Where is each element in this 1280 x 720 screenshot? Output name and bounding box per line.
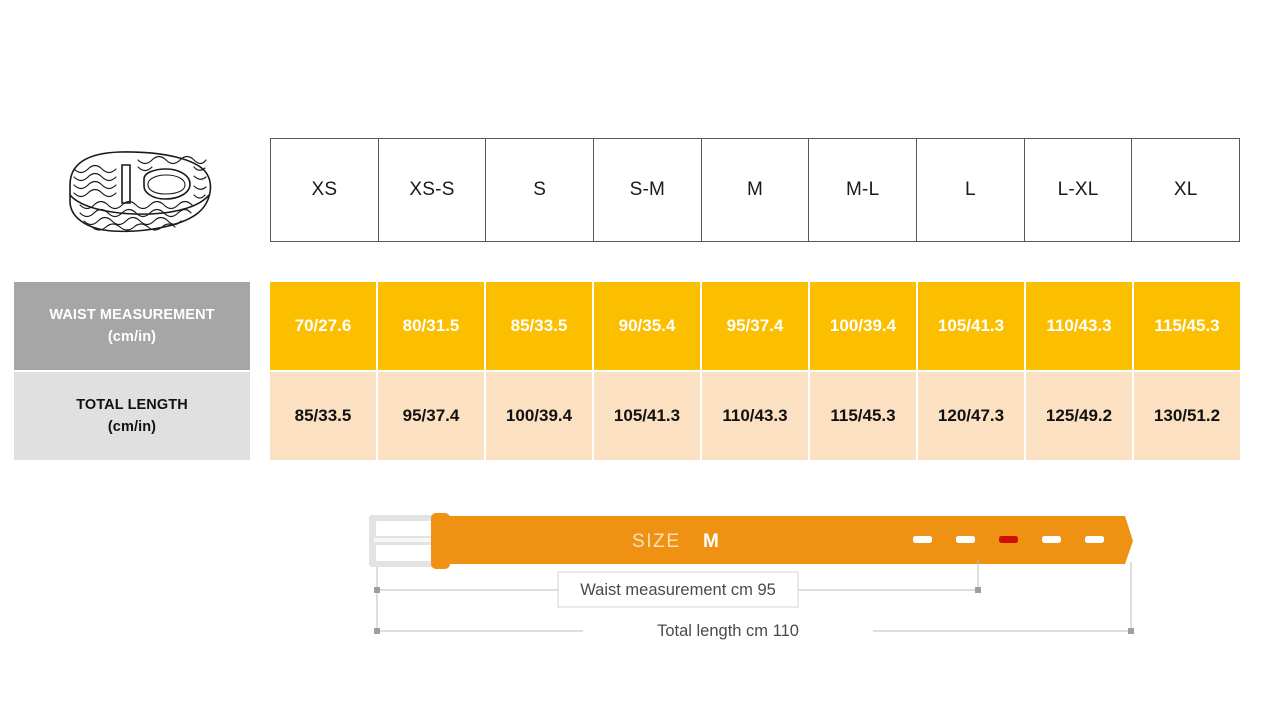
data-cell-waist: 80/31.5 bbox=[378, 282, 486, 370]
belt-holes bbox=[913, 536, 1104, 543]
size-header-cell: L-XL bbox=[1024, 139, 1133, 241]
data-cell-length: 120/47.3 bbox=[918, 372, 1026, 460]
data-cell-length: 130/51.2 bbox=[1134, 372, 1240, 460]
total-length-dimension-label: Total length cm 110 bbox=[657, 622, 799, 640]
belt-hole-active bbox=[999, 536, 1018, 543]
total-length-dimension-line: Total length cm 110 bbox=[374, 617, 1134, 645]
waist-dimension-label: Waist measurement cm 95 bbox=[580, 581, 776, 599]
row-label-total-length-main: TOTAL LENGTH bbox=[76, 396, 188, 413]
size-header-cell: S bbox=[486, 139, 595, 241]
braided-belt-icon bbox=[58, 143, 218, 241]
data-cell-length: 95/37.4 bbox=[378, 372, 486, 460]
belt-size-value: M bbox=[703, 531, 719, 552]
size-header-cell: L bbox=[917, 139, 1025, 241]
size-header-cell: M-L bbox=[809, 139, 918, 241]
belt-measurement-diagram: SIZE M Waist measurement cm 95 bbox=[355, 500, 1155, 650]
waist-dimension-line: Waist measurement cm 95 bbox=[374, 571, 981, 608]
data-cell-waist: 90/35.4 bbox=[594, 282, 702, 370]
data-cell-length: 110/43.3 bbox=[702, 372, 810, 460]
dimension-extension-lines bbox=[376, 560, 1132, 634]
data-cell-waist: 105/41.3 bbox=[918, 282, 1026, 370]
data-cell-waist: 95/37.4 bbox=[702, 282, 810, 370]
row-label-waist: WAIST MEASUREMENT (cm/in) bbox=[14, 282, 250, 370]
size-header-cell: XL bbox=[1132, 139, 1241, 241]
data-cell-length: 105/41.3 bbox=[594, 372, 702, 460]
data-cell-length: 85/33.5 bbox=[270, 372, 378, 460]
row-label-total-length: TOTAL LENGTH (cm/in) bbox=[14, 372, 250, 460]
data-cell-waist: 115/45.3 bbox=[1134, 282, 1240, 370]
row-label-total-length-unit: (cm/in) bbox=[107, 419, 157, 435]
belt-hole bbox=[1042, 536, 1061, 543]
data-cell-waist: 110/43.3 bbox=[1026, 282, 1134, 370]
belt-hole bbox=[956, 536, 975, 543]
belt-hole bbox=[913, 536, 932, 543]
size-header-cell: XS-S bbox=[378, 139, 487, 241]
data-cell-length: 125/49.2 bbox=[1026, 372, 1134, 460]
size-header-cell: S-M bbox=[594, 139, 702, 241]
data-cell-length: 115/45.3 bbox=[810, 372, 918, 460]
belt-size-word: SIZE bbox=[632, 531, 681, 552]
belt-strap bbox=[369, 513, 1133, 569]
data-cell-waist: 70/27.6 bbox=[270, 282, 378, 370]
size-header-cell: M bbox=[701, 139, 810, 241]
row-label-waist-main: WAIST MEASUREMENT bbox=[49, 306, 215, 323]
size-header-cell: XS bbox=[271, 139, 379, 241]
data-cell-waist: 85/33.5 bbox=[486, 282, 594, 370]
data-cell-length: 100/39.4 bbox=[486, 372, 594, 460]
data-cell-waist: 100/39.4 bbox=[810, 282, 918, 370]
belt-hole bbox=[1085, 536, 1104, 543]
row-label-waist-unit: (cm/in) bbox=[107, 329, 157, 345]
